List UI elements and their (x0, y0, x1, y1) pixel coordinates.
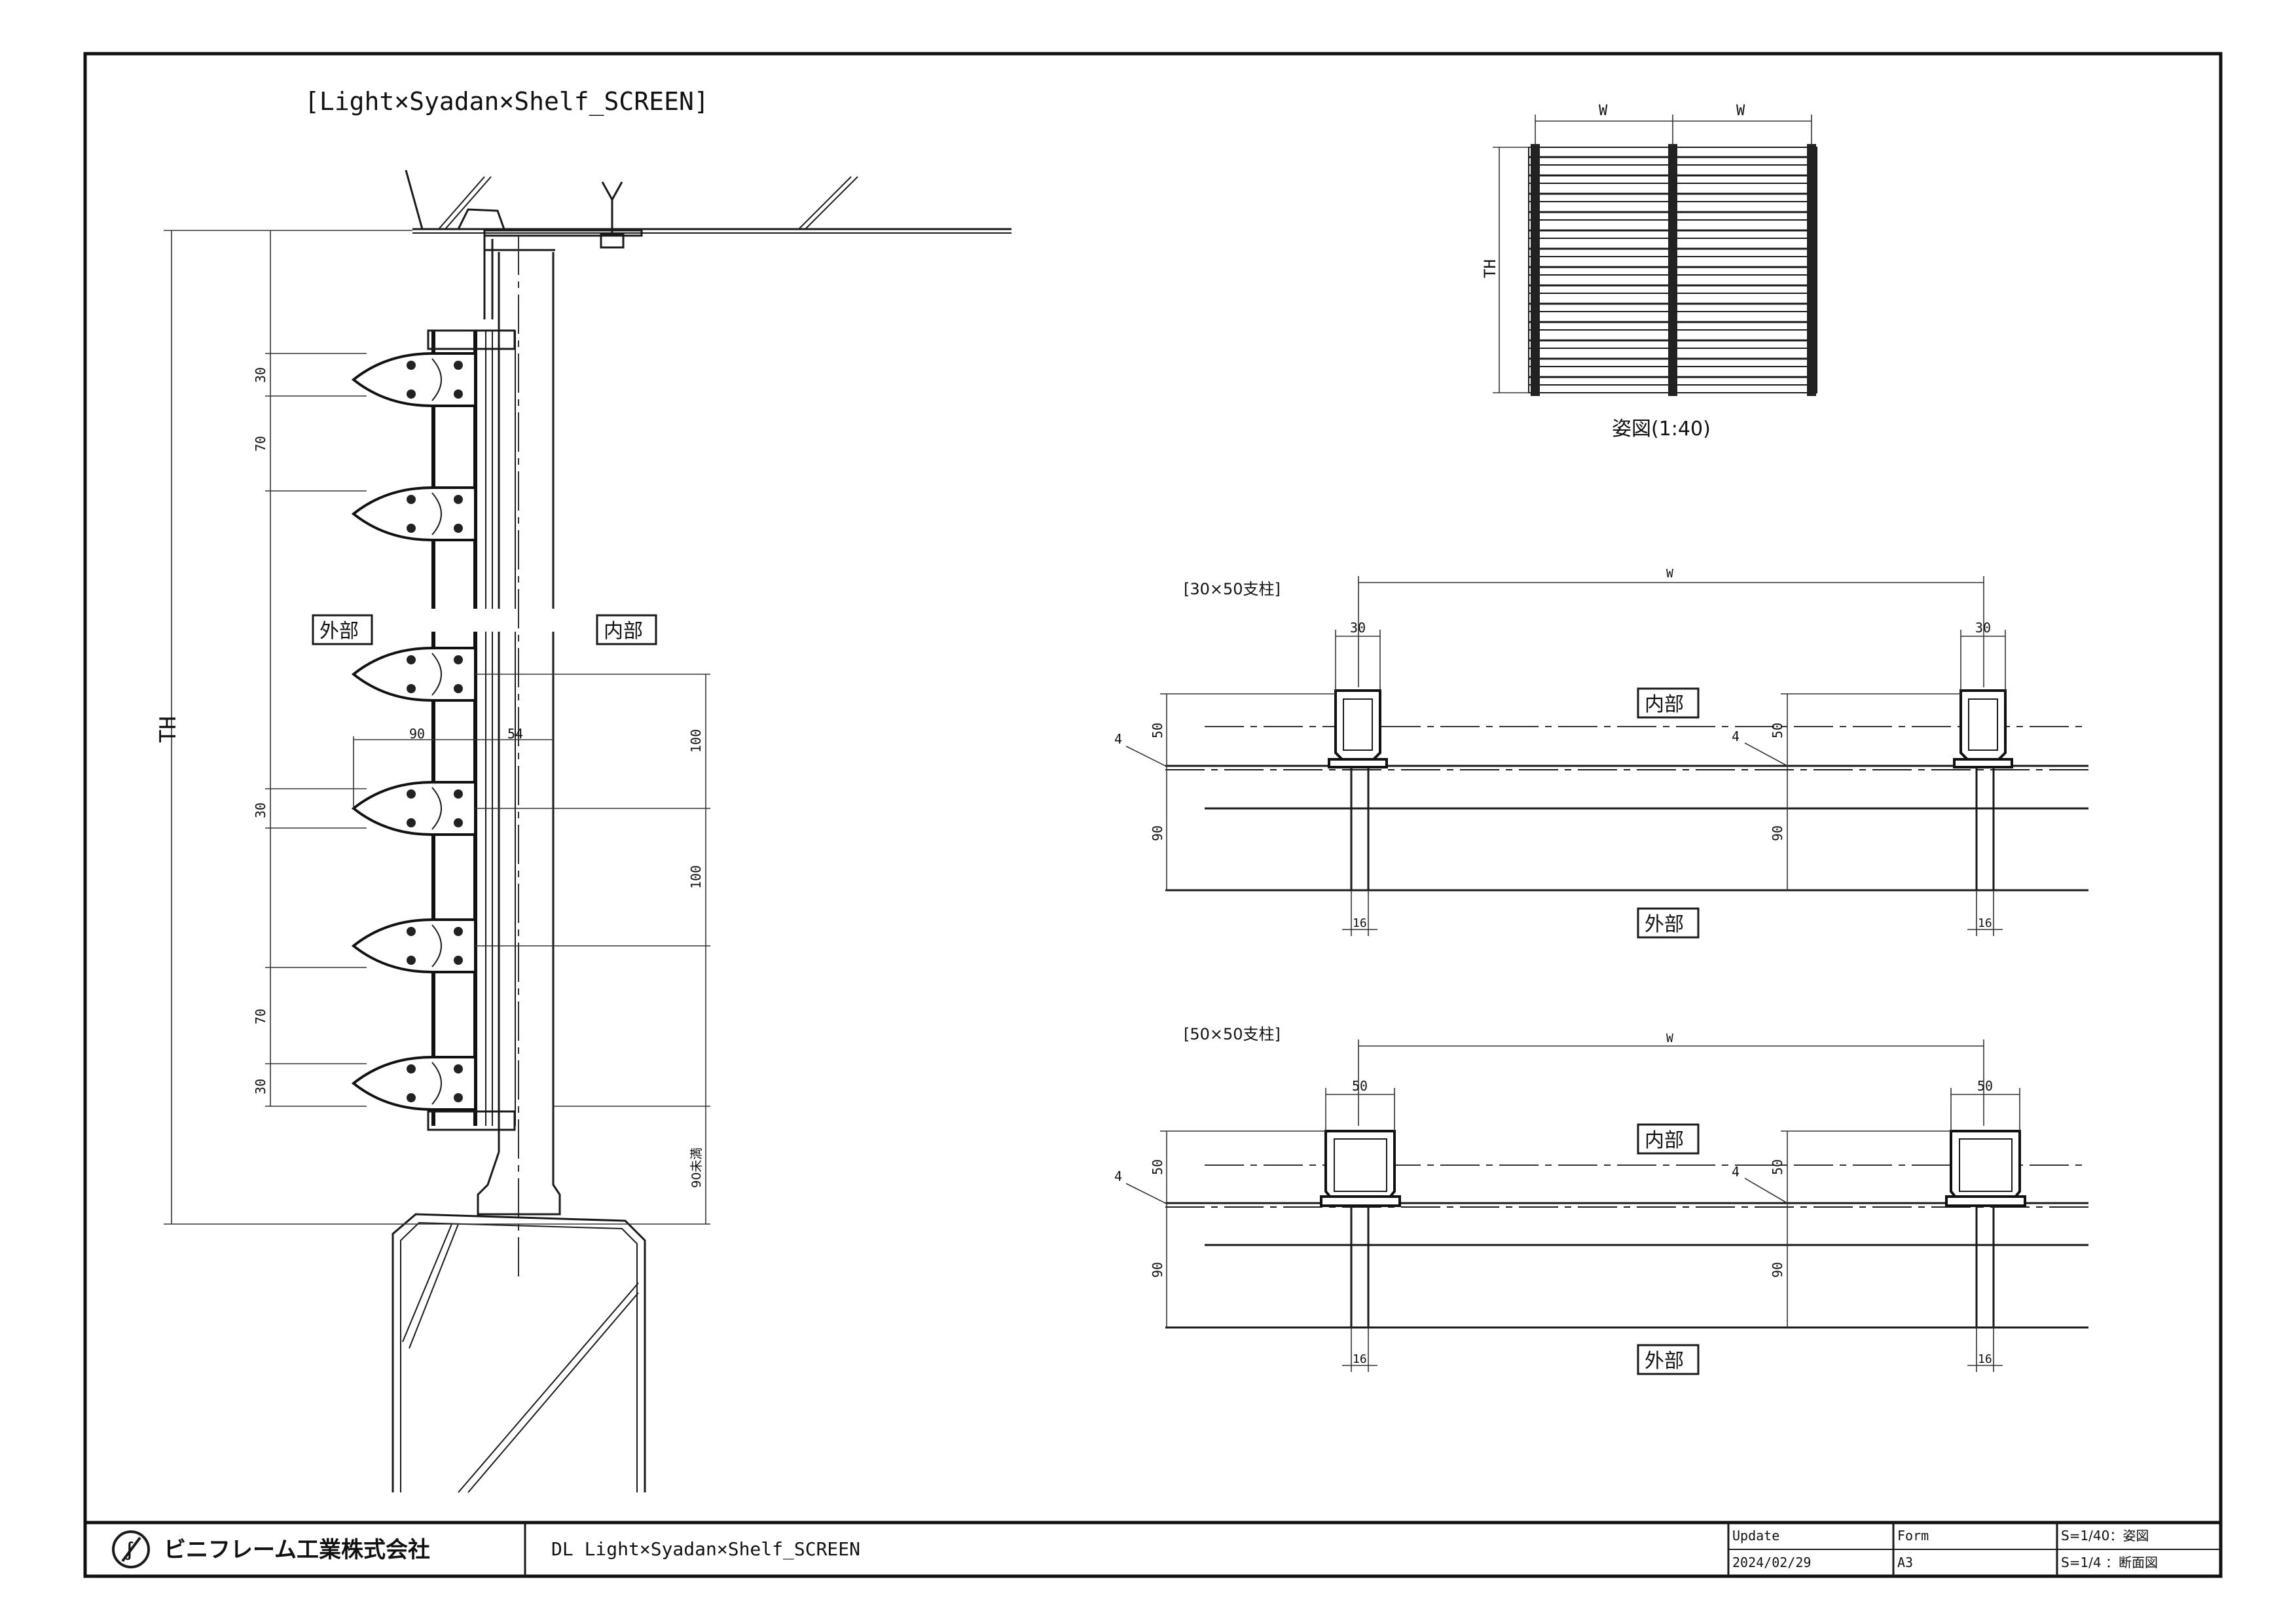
plan-30x50-h90-left: 90 (1150, 825, 1165, 841)
plan-50x50-t4-left: 4 (1114, 1168, 1122, 1184)
title-block: ∫ ビニフレーム工業株式会社 DL Light×Syadan×Shelf_SCR… (112, 1523, 2221, 1576)
plan-50x50-post-right (1945, 1130, 2026, 1327)
dim-70-bottom: 70 (253, 1009, 268, 1024)
top-cap (427, 329, 516, 350)
plan-30x50-post-left (1328, 689, 1388, 890)
dim-total-height: TH (155, 230, 412, 1225)
form-value: A3 (1897, 1555, 1913, 1570)
scale-section: S=1/4 ：断面図 (2061, 1555, 2158, 1570)
plan-30x50-interior: 内部 (1645, 693, 1684, 716)
plan-30x50-fin-right: 16 (1978, 916, 1992, 930)
dim-30-top: 30 (253, 367, 268, 383)
plan-30x50-w: W (1666, 567, 1673, 581)
dim-30-bottom: 30 (253, 1079, 268, 1094)
slat-profile-1 (351, 352, 477, 407)
logo-mark-text: ∫ (124, 1541, 135, 1561)
slat-profile-4 (351, 781, 477, 836)
plan-30x50-h90-right: 90 (1770, 825, 1785, 841)
plan-50x50-label: [50×50支柱] (1184, 1025, 1281, 1043)
elevation-caption: 姿図(1:40) (1612, 418, 1711, 441)
plan-30x50-post-w-left: 30 (1350, 620, 1366, 636)
slat-profile-6 (351, 1056, 477, 1111)
parapet-wall (392, 1213, 646, 1493)
label-exterior: 外部 (319, 620, 359, 643)
form-label: Form (1897, 1528, 1929, 1543)
ceiling-profile (405, 170, 505, 230)
plan-30x50-label: [30×50支柱] (1184, 580, 1281, 598)
dim-90: 90 (409, 726, 425, 742)
scale-elevation: S=1/40：姿図 (2061, 1528, 2149, 1543)
sheet-border (83, 52, 2223, 1578)
main-post (484, 249, 555, 1152)
slat-frame (427, 329, 516, 1131)
plan-50x50-w: W (1666, 1032, 1673, 1045)
slat-profile-2 (351, 486, 477, 541)
elevation-view: W W TH 姿図(1:40) (1481, 103, 1817, 441)
plan-view-50x50: [50×50支柱] W 50 (1114, 1025, 2088, 1375)
dim-90-under: 90未満 (689, 1147, 704, 1188)
plan-50x50-post-w-left: 50 (1352, 1078, 1368, 1094)
company-logo: ∫ (112, 1530, 150, 1568)
plan-30x50-h50-left: 50 (1150, 723, 1165, 738)
plan-50x50-h90-left: 90 (1150, 1262, 1165, 1278)
dim-70-top: 70 (253, 436, 268, 452)
update-value: 2024/02/29 (1732, 1555, 1811, 1570)
plan-view-30x50: [30×50支柱] W 30 (1114, 567, 2088, 939)
elevation-w-left: W (1599, 103, 1608, 119)
plan-50x50-post-w-right: 50 (1977, 1078, 1993, 1094)
dim-100-b: 100 (688, 865, 704, 889)
dim-54: 54 (507, 726, 523, 742)
drawing-title: [Light×Syadan×Shelf_SCREEN] (304, 87, 709, 117)
plan-50x50-h50-right: 50 (1770, 1159, 1785, 1175)
dim-100-a: 100 (688, 729, 704, 753)
update-label: Update (1732, 1528, 1779, 1543)
bottom-cap (427, 1110, 516, 1131)
plan-50x50-fin-left: 16 (1353, 1352, 1367, 1366)
plan-30x50-t4-right: 4 (1732, 729, 1740, 744)
plan-50x50-post-left (1320, 1130, 1401, 1327)
post-base (477, 1151, 561, 1216)
elevation-post-center (1668, 144, 1677, 396)
dim-th-text: TH (155, 716, 181, 743)
plan-30x50-post-w-right: 30 (1975, 620, 1991, 636)
plan-50x50-h50-left: 50 (1150, 1159, 1165, 1175)
dim-30-mid: 30 (253, 803, 268, 818)
plan-50x50-interior: 内部 (1645, 1129, 1684, 1152)
side-section-view: 外部 内部 TH 30 70 30 70 30 90 54 (155, 170, 1011, 1493)
slat-profile-5 (351, 918, 477, 973)
elevation-w-right: W (1736, 103, 1745, 119)
plan-50x50-fin-right: 16 (1978, 1352, 1992, 1366)
plan-30x50-t4-left: 4 (1114, 731, 1122, 747)
plan-30x50-exterior: 外部 (1645, 913, 1684, 936)
plan-30x50-h50-right: 50 (1770, 723, 1785, 738)
plan-30x50-fin-left: 16 (1353, 916, 1367, 930)
plan-50x50-h90-right: 90 (1770, 1262, 1785, 1278)
company-name: ビニフレーム工業株式会社 (164, 1537, 430, 1563)
top-bracket (483, 229, 643, 319)
elevation-post-left (1531, 144, 1540, 396)
plan-30x50-post-right (1953, 689, 2013, 890)
plan-50x50-exterior: 外部 (1645, 1350, 1684, 1373)
hanging-bolt (600, 181, 625, 249)
elevation-th: TH (1481, 259, 1499, 278)
drawing-name: DL Light×Syadan×Shelf_SCREEN (551, 1538, 860, 1561)
elevation-post-right (1807, 144, 1816, 396)
slat-profile-3 (351, 647, 477, 702)
label-interior: 内部 (604, 620, 643, 643)
plan-50x50-t4-right: 4 (1732, 1164, 1740, 1180)
